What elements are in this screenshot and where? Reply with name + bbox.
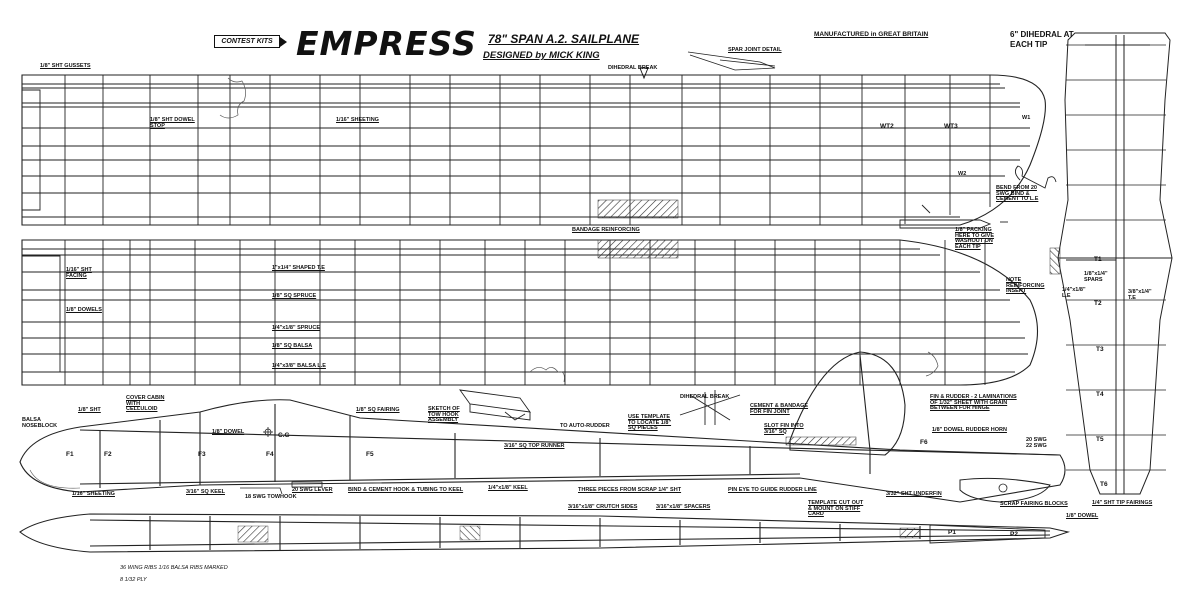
label-t1: T1 — [1094, 256, 1102, 263]
label-dihedral-break-fuse: DIHEDRAL BREAK — [680, 394, 730, 400]
label-dowel-horn: 1/8" DOWEL RUDDER HORN — [932, 427, 1007, 433]
label-towhook: 18 SWG TOWHOOK — [245, 494, 297, 500]
plan-title: EMPRESS — [296, 24, 477, 63]
label-wt3: WT3 — [944, 123, 958, 130]
label-keel: 1/4"x1/8" KEEL — [488, 485, 528, 491]
label-f6: F6 — [920, 439, 928, 446]
label-w1: W1 — [1022, 115, 1031, 121]
label-plan-dowel: 1/8" DOWEL — [1066, 513, 1099, 519]
label-three-pieces: THREE PIECES FROM SCRAP 1/4" SHT — [578, 487, 682, 493]
label-tow-sketch: SKETCH OF TOW HOOK ASSEMBLY — [428, 406, 460, 423]
bandage-hatch-bottom — [597, 239, 679, 259]
label-dihedral-break-top: DIHEDRAL BREAK — [608, 65, 658, 71]
label-balsa-le: 1/4"x3/8" BALSA L.E — [272, 363, 326, 369]
tow-hook-sketch — [459, 389, 531, 421]
label-reinforcing-note: NOTE REINFORCING INSERT — [1006, 277, 1045, 294]
label-scrap-fairing: SCRAP FAIRING BLOCKS — [1000, 501, 1068, 507]
label-spar-joint: SPAR JOINT DETAIL — [728, 47, 782, 53]
label-f4: F4 — [266, 451, 274, 458]
wing-panel-bottom — [21, 239, 1038, 386]
label-f5: F5 — [366, 451, 374, 458]
sheeting-edge-top — [219, 77, 246, 119]
fuselage-plan — [19, 513, 1071, 553]
label-bend-from: BEND FROM 20 SWG BIND & CEMENT TO L.E — [996, 185, 1039, 202]
label-dowel-stop: 1/8" SHT DOWEL STOP — [150, 117, 195, 129]
label-cement-bandage: CEMENT & BANDAGE FOR FIN JOINT — [750, 403, 809, 415]
wing-ribs-bottom — [64, 240, 986, 385]
label-t4: T4 — [1096, 391, 1104, 398]
label-tip-fairings: 1/4" SHT TIP FAIRINGS — [1092, 500, 1153, 506]
label-spruce2: 1/4"x1/8" SPRUCE — [272, 325, 321, 331]
label-top-runner: 3/16" SQ TOP RUNNER — [504, 443, 565, 449]
label-f2: F2 — [104, 451, 112, 458]
label-bandage: BANDAGE REINFORCING — [572, 227, 640, 233]
label-t5: T5 — [1096, 436, 1104, 443]
label-p1: P1 — [948, 529, 956, 536]
wing-ribs-top — [64, 75, 991, 225]
dihedral-note: 6" DIHEDRAL AT EACH TIP — [1010, 30, 1074, 49]
label-balsa: 1/8" SQ BALSA — [272, 343, 313, 349]
tailplane-ribs — [1066, 44, 1166, 471]
label-template-use: USE TEMPLATE TO LOCATE 1/8" SQ PIECES — [628, 414, 672, 431]
label-dowel: 1/8" DOWEL — [212, 429, 245, 435]
label-spacers: 3/16"x1/8" SPACERS — [656, 504, 711, 510]
label-f3: F3 — [198, 451, 206, 458]
label-crutch-sides: 3/16"x1/8" CRUTCH SIDES — [568, 504, 638, 510]
wire-detail — [899, 165, 1057, 229]
fin — [789, 351, 906, 456]
label-cover-cabin: COVER CABIN WITH CELLULOID — [126, 395, 165, 412]
label-spruce1: 1/8" SQ SPRUCE — [272, 293, 317, 299]
designer-credit: DESIGNED by MICK KING — [483, 50, 600, 61]
dihedral-line1: 6" DIHEDRAL AT — [1010, 30, 1074, 39]
label-template-card: TEMPLATE CUT OUT & MOUNT ON STIFF CARD — [808, 500, 864, 517]
wing-panel-top — [21, 74, 1046, 226]
label-t2: T2 — [1094, 300, 1102, 307]
label-fin-rudder: FIN & RUDDER - 2 LAMINATIONS OF 1/32" SH… — [930, 394, 1017, 411]
label-shaped-te: 1"x1/4" SHAPED T.E — [272, 265, 325, 271]
dihedral-line2: EACH TIP — [1010, 39, 1048, 49]
label-tail-le: 1/4"x1/8" L.E — [1062, 287, 1086, 299]
label-auto-rudder: TO AUTO-RUDDER — [560, 423, 610, 429]
note-line2: 8 1/32 PLY — [120, 577, 147, 583]
label-fuse-sheeting: 1/16" SHEETING — [72, 491, 115, 497]
note-line1: 36 WING RIBS 1/16 BALSA RIBS MARKED — [120, 565, 228, 571]
label-t6: T6 — [1100, 481, 1108, 488]
label-dowels: 1/8" DOWELS — [66, 307, 102, 313]
label-pin-eye: PIN EYE TO GUIDE RUDDER LINE — [728, 487, 817, 493]
label-tail-spar: 1/8"x1/4" SPARS — [1084, 271, 1108, 283]
label-packing: 1/8" PACKING HERE TO GIVE WASHOUT ON EAC… — [955, 227, 995, 250]
label-w2: W2 — [958, 171, 967, 177]
label-underfin: 3/32" SHT UNDERFIN — [886, 491, 942, 497]
tailplane — [1057, 32, 1173, 495]
label-sq-keel: 3/16" SQ KEEL — [186, 489, 225, 495]
label-noseblock: BALSA NOSEBLOCK — [22, 417, 58, 429]
label-tail-te: 3/8"x1/4" T.E — [1128, 289, 1152, 301]
label-t3: T3 — [1096, 346, 1104, 353]
label-facing: 1/16" SHT FACING — [66, 267, 92, 279]
span-subtitle: 78" SPAN A.2. SAILPLANE — [488, 32, 640, 46]
fuselage-dihedral-brace — [679, 390, 741, 425]
label-f1: F1 — [66, 451, 74, 458]
bandage-hatch-top — [597, 199, 679, 219]
label-sq-fairing: 1/8" SQ FAIRING — [356, 407, 400, 413]
spar-joint-detail — [687, 51, 776, 71]
label-sht: 1/8" SHT — [78, 407, 101, 413]
label-swg: 20 SWG 22 SWG — [1026, 437, 1047, 449]
contest-kits-badge: CONTEST KITS — [214, 35, 287, 48]
label-wt2: WT2 — [880, 123, 894, 130]
label-p2: P2 — [1010, 531, 1018, 538]
label-sheeting-top: 1/16" SHEETING — [336, 117, 379, 123]
label-bind-cement: BIND & CEMENT HOOK & TUBING TO KEEL — [348, 487, 464, 493]
label-swg-lever: 20 SWG LEVER — [292, 487, 333, 493]
label-gussets: 1/8" SHT GUSSETS — [40, 63, 91, 69]
label-cg: C.G — [278, 432, 290, 439]
label-slot-fin: SLOT FIN INTO 3/16" SQ — [764, 423, 804, 435]
manufactured-label: MANUFACTURED in GREAT BRITAIN — [814, 31, 929, 38]
fuselage-side — [19, 399, 1066, 503]
